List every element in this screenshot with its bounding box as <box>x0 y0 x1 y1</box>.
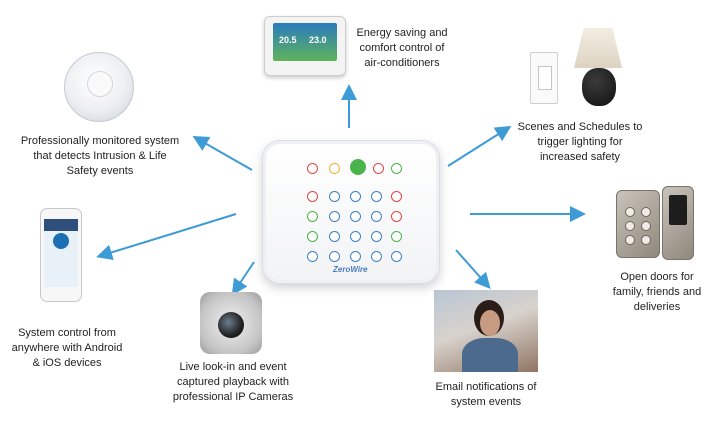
menu-key-icon <box>391 231 402 242</box>
number-key <box>350 211 361 222</box>
arrow-to-email <box>455 249 491 289</box>
lamp-base-icon <box>582 68 616 106</box>
security-panel: ZeroWire <box>262 140 440 284</box>
lamp-shade-icon <box>574 28 622 68</box>
number-key <box>350 251 361 262</box>
lock-key-button <box>641 235 651 245</box>
medical-key-icon <box>373 163 384 174</box>
feature-cameras-label: Live look-in and event captured playback… <box>172 361 294 403</box>
enter-key-icon <box>391 251 402 262</box>
phone-app-header <box>44 219 78 231</box>
thermostat-left-temp: 20.5 <box>279 35 297 45</box>
email-notification-photo <box>434 290 538 372</box>
camera-lens <box>218 312 244 338</box>
feature-email-label: Email notifications of system events <box>435 381 537 408</box>
number-key <box>329 211 340 222</box>
feature-mobile-label: System control from anywhere with Androi… <box>11 327 123 369</box>
smoke-detector-center <box>87 71 113 97</box>
alarm-key-icon <box>307 163 318 174</box>
lock-key-button <box>625 235 635 245</box>
brand-logo: ZeroWire <box>333 265 368 274</box>
smoke-detector-icon <box>64 52 134 122</box>
feature-energy-label: Energy saving and comfort control of air… <box>356 27 448 69</box>
check-key-icon <box>391 163 402 174</box>
switch-toggle <box>538 66 552 90</box>
home-key-icon <box>391 191 402 202</box>
bell-key-icon <box>307 231 318 242</box>
away-key-icon <box>391 211 402 222</box>
number-key <box>329 251 340 262</box>
lock-key-icon <box>307 191 318 202</box>
number-key <box>371 191 382 202</box>
thermostat-screen: 20.5 23.0 <box>273 23 337 61</box>
smart-lock-keypad-icon <box>616 190 660 258</box>
arrow-to-monitoring <box>192 136 253 171</box>
feature-lighting-label: Scenes and Schedules to trigger lighting… <box>517 121 643 163</box>
smart-lock-deadbolt-icon <box>662 186 694 260</box>
lock-key-button <box>641 221 651 231</box>
number-key <box>350 231 361 242</box>
photo-person-body <box>462 338 518 372</box>
number-key <box>329 231 340 242</box>
ip-camera-icon <box>200 292 262 354</box>
smartphone-icon <box>40 208 82 302</box>
number-key <box>371 231 382 242</box>
number-key <box>371 211 382 222</box>
info-key-icon <box>350 159 366 175</box>
arrow-to-lighting <box>447 125 512 167</box>
fire-key-icon <box>329 163 340 174</box>
lock-key-button <box>625 221 635 231</box>
feature-monitoring-label: Professionally monitored system that det… <box>20 135 180 177</box>
lock-key-button <box>625 207 635 217</box>
light-switch-icon <box>530 52 558 104</box>
number-key <box>371 251 382 262</box>
number-key <box>329 191 340 202</box>
unlock-key-icon <box>307 211 318 222</box>
number-key <box>350 191 361 202</box>
feature-doors-label: Open doors for family, friends and deliv… <box>612 271 702 313</box>
arrow-to-cameras <box>231 261 255 296</box>
back-key-icon <box>307 251 318 262</box>
arrow-to-mobile <box>96 213 237 261</box>
keypad <box>303 155 402 269</box>
deadbolt-slot <box>669 195 687 225</box>
thermostat-right-temp: 23.0 <box>309 35 327 45</box>
lock-key-button <box>641 207 651 217</box>
phone-app-dial <box>53 233 69 249</box>
photo-person-face <box>480 310 500 336</box>
thermostat-icon: 20.5 23.0 <box>264 16 346 76</box>
phone-screen <box>44 219 78 287</box>
